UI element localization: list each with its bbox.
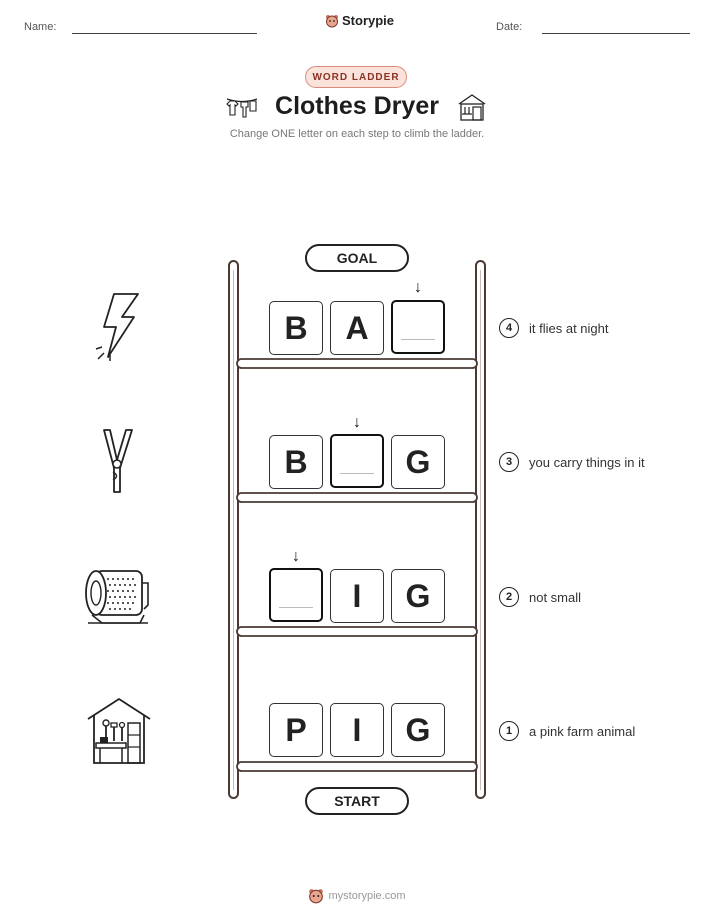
- blank-letter-input[interactable]: [269, 568, 323, 622]
- storypie-mascot-icon: [309, 889, 324, 904]
- step-number: 1: [499, 721, 519, 741]
- brand-logo: Storypie: [325, 13, 394, 28]
- clue-text: not small: [529, 590, 582, 605]
- letter-tile: P: [269, 703, 323, 757]
- clue-text: you carry things in it: [529, 455, 645, 470]
- letter-tile: G: [391, 703, 445, 757]
- date-label: Date:: [496, 21, 523, 33]
- page-title: Clothes Dryer: [275, 92, 439, 120]
- dryer-drum-icon: [85, 570, 149, 624]
- clue-text: it flies at night: [529, 321, 609, 336]
- brand-name: Storypie: [342, 13, 395, 28]
- footer: mystorypie.com: [0, 888, 714, 904]
- letter-tile: B: [269, 435, 323, 489]
- storypie-mascot-icon: [326, 14, 338, 27]
- down-arrow-icon: ↓: [414, 279, 422, 296]
- step-number: 4: [499, 318, 519, 338]
- down-arrow-icon: ↓: [292, 548, 300, 565]
- start-label: START: [305, 787, 409, 815]
- clothesline-icon: [226, 98, 258, 118]
- letter-tile: G: [391, 435, 445, 489]
- instructions: Change ONE letter on each step to climb …: [229, 128, 485, 140]
- name-line[interactable]: [72, 33, 257, 34]
- letter-tile: B: [269, 301, 323, 355]
- date-line[interactable]: [542, 33, 690, 34]
- step-number: 3: [499, 452, 519, 472]
- name-label: Name:: [24, 21, 57, 33]
- letter-tile: A: [330, 301, 384, 355]
- letter-tile: G: [391, 569, 445, 623]
- blank-letter-input[interactable]: [391, 300, 445, 354]
- letter-tile: I: [330, 569, 384, 623]
- step-number: 2: [499, 587, 519, 607]
- down-arrow-icon: ↓: [353, 414, 361, 431]
- shed-icon: [458, 94, 486, 121]
- clothespin-icon: [103, 429, 133, 493]
- clue-text: a pink farm animal: [529, 724, 636, 739]
- blank-letter-input[interactable]: [330, 434, 384, 488]
- tool-shed-icon: [87, 698, 151, 764]
- lightning-bolt-icon: [95, 293, 139, 361]
- letter-tile: I: [330, 703, 384, 757]
- goal-label: GOAL: [305, 244, 409, 272]
- footer-url[interactable]: mystorypie.com: [328, 890, 406, 902]
- word-ladder-badge: WORD LADDER: [305, 66, 407, 88]
